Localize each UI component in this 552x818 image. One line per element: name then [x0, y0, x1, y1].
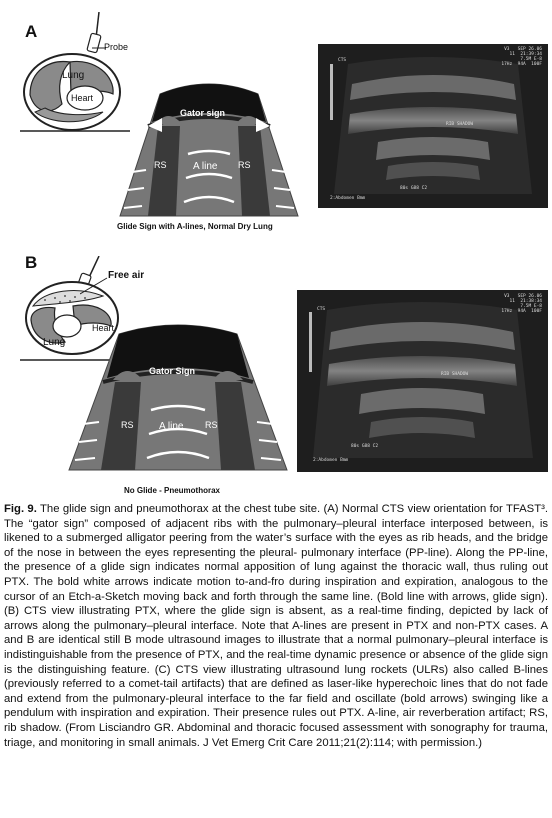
- panel-b-rs-left: RS: [121, 420, 134, 430]
- panel-b-us-header: V3 SEP 26.06 11 21:38:34 7.5M E-8 17Hz 9…: [501, 294, 542, 314]
- figure-caption: Fig. 9. The glide sign and pneumothorax …: [4, 502, 548, 750]
- panel-a-us-rib-shadow: RIB SHADOW: [446, 122, 474, 127]
- free-air-label: Free air: [108, 270, 145, 281]
- panel-b-us-topleft: CTS: [317, 307, 326, 312]
- panel-a-rs-right: RS: [238, 160, 251, 170]
- panel-b-ultrasound-image: V3 SEP 26.06 11 21:38:34 7.5M E-8 17Hz 9…: [297, 290, 548, 472]
- panel-a-gator-label: Gator sign: [180, 108, 226, 118]
- panel-b-sublabel: No Glide - Pneumothorax: [124, 486, 221, 495]
- panel-a-ultrasound-texture: [330, 57, 532, 194]
- panel-a-sublabel: Glide Sign with A-lines, Normal Dry Lung: [117, 222, 273, 231]
- panel-b-letter: B: [25, 253, 38, 272]
- panel-a-us-bottom-left: 2:Abdomen Bmm: [330, 196, 366, 201]
- panel-b-us-rib-shadow: RIB SHADOW: [441, 372, 469, 377]
- panel-b-us-bottom-mid: 80s G88 C2: [351, 444, 379, 449]
- panel-b-us-bottom-left: 2:Abdomen Bmm: [313, 458, 349, 463]
- free-air-pointer-line: [80, 277, 108, 295]
- panel-a-us-header: V3 SEP 26.06 11 21:39:34 7.5M E-8 17Hz 9…: [501, 47, 542, 67]
- panel-a-sector-diagram: [119, 83, 299, 217]
- panel-b-sector-diagram: [68, 324, 288, 471]
- caption-text: The glide sign and pneumothorax at the c…: [4, 503, 548, 749]
- probe-label: Probe: [104, 42, 129, 52]
- panel-a-rs-left: RS: [154, 160, 167, 170]
- panel-b-cross-section: [20, 256, 127, 361]
- figure-number: Fig. 9.: [4, 503, 37, 515]
- panel-a-aline-label: A line: [193, 161, 218, 172]
- panel-b-heart-label: Heart: [92, 323, 115, 333]
- panel-b-ultrasound-texture: [309, 302, 533, 458]
- panel-a-us-topleft: CTS: [338, 58, 347, 63]
- panel-a-us-bottom-mid: 80s G88 C2: [400, 186, 428, 191]
- panel-b-gator-label: Gator Sign: [149, 366, 196, 376]
- panel-a-letter: A: [25, 22, 38, 41]
- panel-a-ultrasound-image: V3 SEP 26.06 11 21:39:34 7.5M E-8 17Hz 9…: [318, 44, 548, 208]
- panel-b-aline-label: A line: [159, 421, 184, 432]
- panel-b-rs-right: RS: [205, 420, 218, 430]
- panel-b-lung-label: Lung: [43, 337, 66, 348]
- panel-a-lung-label: Lung: [62, 70, 85, 81]
- probe-pointer-line: [92, 47, 106, 49]
- panel-a-heart-label: Heart: [71, 93, 94, 103]
- panel-a-cross-section: [20, 12, 130, 132]
